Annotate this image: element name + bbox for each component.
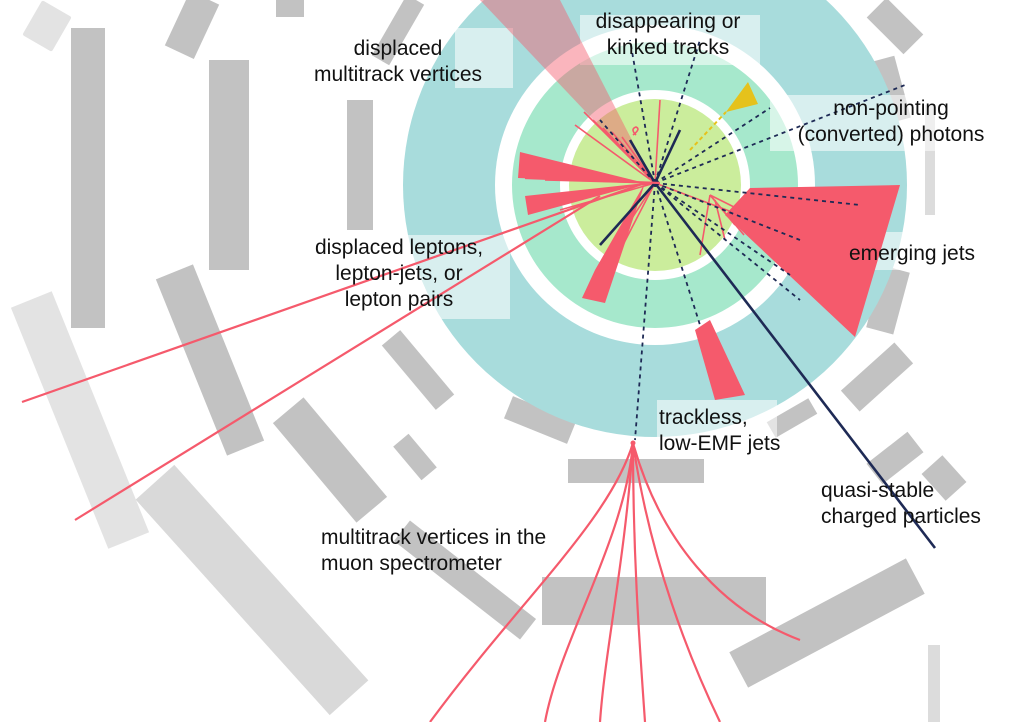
label-line: (converted) photons (797, 123, 985, 146)
chamber (347, 100, 373, 230)
label-line: low-EMF jets (659, 432, 781, 455)
chamber (729, 558, 925, 688)
trackless-jet-wedge (695, 320, 745, 400)
label-line: disappearing or (595, 10, 741, 33)
label-muon-spectrometer-vertices: multitrack vertices in the muon spectrom… (321, 525, 601, 577)
label-quasi-stable-particles: quasi-stable charged particles (821, 478, 1017, 530)
chamber-faint (135, 464, 369, 716)
label-emerging-jets: emerging jets (849, 241, 1014, 267)
chamber (393, 433, 437, 481)
chamber-faint (925, 105, 935, 215)
chamber (155, 264, 265, 456)
label-line: non-pointing (833, 97, 949, 120)
chamber (276, 0, 304, 17)
label-line: displaced (353, 37, 443, 60)
muon-vertex-tracks (429, 442, 801, 722)
chamber (381, 330, 455, 410)
quasi-stable-track (599, 129, 937, 549)
muon-vertex-point (630, 440, 636, 446)
chamber (164, 0, 220, 59)
muon-spectrometer-chambers (10, 0, 967, 722)
label-displaced-multitrack-vertices: displaced multitrack vertices (280, 36, 516, 88)
chamber (766, 398, 818, 438)
tracker-tracks (544, 99, 761, 271)
label-non-pointing-photons: non-pointing (converted) photons (770, 96, 1012, 148)
label-line: quasi-stable (821, 479, 935, 502)
photon-track (689, 111, 727, 151)
jet-wedge (518, 152, 645, 183)
chamber (393, 520, 537, 640)
label-line: lepton pairs (344, 288, 454, 311)
chamber (921, 455, 967, 501)
label-line: kinked tracks (606, 36, 730, 59)
label-disappearing-tracks: disappearing or kinked tracks (568, 9, 768, 61)
chamber-faint (10, 291, 150, 549)
chamber-faint (23, 0, 71, 52)
emerging-jet-wedge (725, 185, 900, 337)
chamber (840, 342, 914, 412)
label-line: lepton-jets, or (335, 262, 463, 285)
label-trackless-jets: trackless, low-EMF jets (659, 405, 819, 457)
chamber (503, 396, 577, 444)
label-line: charged particles (821, 505, 981, 528)
label-displaced-leptons: displaced leptons, lepton-jets, or lepto… (284, 235, 514, 313)
label-line: emerging jets (849, 242, 976, 265)
label-line: multitrack vertices (313, 63, 483, 86)
chamber (866, 0, 924, 55)
chamber (866, 431, 924, 485)
label-line: multitrack vertices in the (321, 526, 547, 549)
chamber (209, 60, 249, 270)
chamber (71, 28, 105, 328)
chamber (272, 397, 388, 523)
chamber (371, 0, 425, 66)
photon-wedge (726, 82, 758, 112)
label-line: muon spectrometer (321, 552, 502, 575)
chamber-faint (928, 645, 940, 722)
label-line: displaced leptons, (314, 236, 484, 259)
label-line: trackless, (659, 406, 748, 429)
displaced-lepton-tracks (21, 176, 661, 521)
neutral-tracks (599, 39, 906, 441)
jet-wedge (525, 183, 645, 215)
chamber (866, 265, 910, 335)
